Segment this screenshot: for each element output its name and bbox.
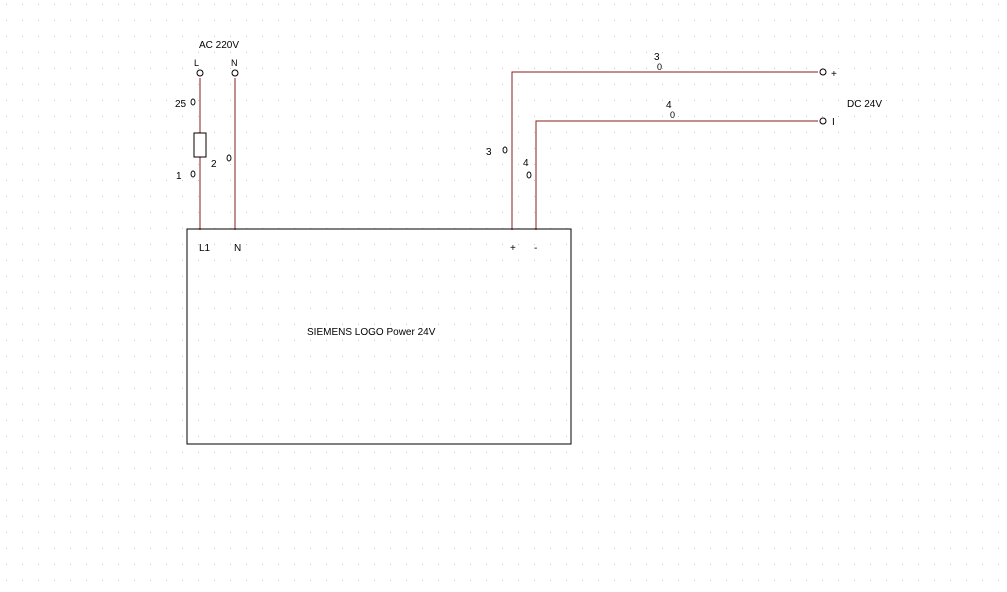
terminal-n[interactable]: [231, 69, 239, 77]
power-supply-block[interactable]: [186, 228, 572, 445]
wire-3-marker-top: 0: [657, 62, 662, 72]
wire-markers: [190, 98, 532, 179]
ac-terminal-l-label: L: [194, 58, 199, 68]
wire-3-positive: [511, 71, 818, 230]
wire-3-number-vertical: 3: [486, 147, 492, 158]
wire-marker-4: [526, 171, 532, 179]
wire-marker-3: [502, 146, 508, 154]
wire-4-number-top: 4: [666, 100, 672, 111]
psu-terminal-n-label: N: [234, 243, 241, 254]
labels: AC 220V L N 25 1 2 3 0 4 0 3 4 DC 24V + …: [175, 40, 882, 338]
terminals: [196, 68, 827, 125]
wire-marker-25: [190, 98, 196, 106]
psu-terminal-plus-label: +: [510, 243, 516, 254]
wire-4-number-vertical: 4: [523, 158, 529, 169]
ac-supply-label: AC 220V: [199, 40, 239, 51]
power-supply-name: SIEMENS LOGO Power 24V: [307, 327, 436, 338]
psu-terminal-minus-label: -: [534, 243, 537, 254]
dc-terminal-minus-label: I: [832, 117, 835, 128]
fuse-symbol[interactable]: [193, 132, 207, 158]
terminal-l[interactable]: [196, 69, 204, 77]
wire-marker-2: [226, 154, 232, 162]
fuse-bottom-wire-number: 1: [176, 171, 182, 182]
wire-marker-1: [190, 170, 196, 178]
ac-terminal-n-label: N: [231, 58, 238, 68]
wire-4-negative: [535, 120, 818, 230]
wire-3-number-top: 3: [654, 52, 660, 63]
dc-output-label: DC 24V: [847, 99, 882, 110]
terminal-dc-minus[interactable]: [819, 117, 827, 125]
terminal-dc-plus[interactable]: [819, 68, 827, 76]
fuse-top-wire-number: 25: [175, 99, 187, 110]
wire-4-marker-top: 0: [670, 110, 675, 120]
psu-terminal-l1-label: L1: [199, 243, 211, 254]
neutral-wire-number: 2: [211, 159, 217, 170]
dc-terminal-plus-label: +: [831, 69, 837, 80]
